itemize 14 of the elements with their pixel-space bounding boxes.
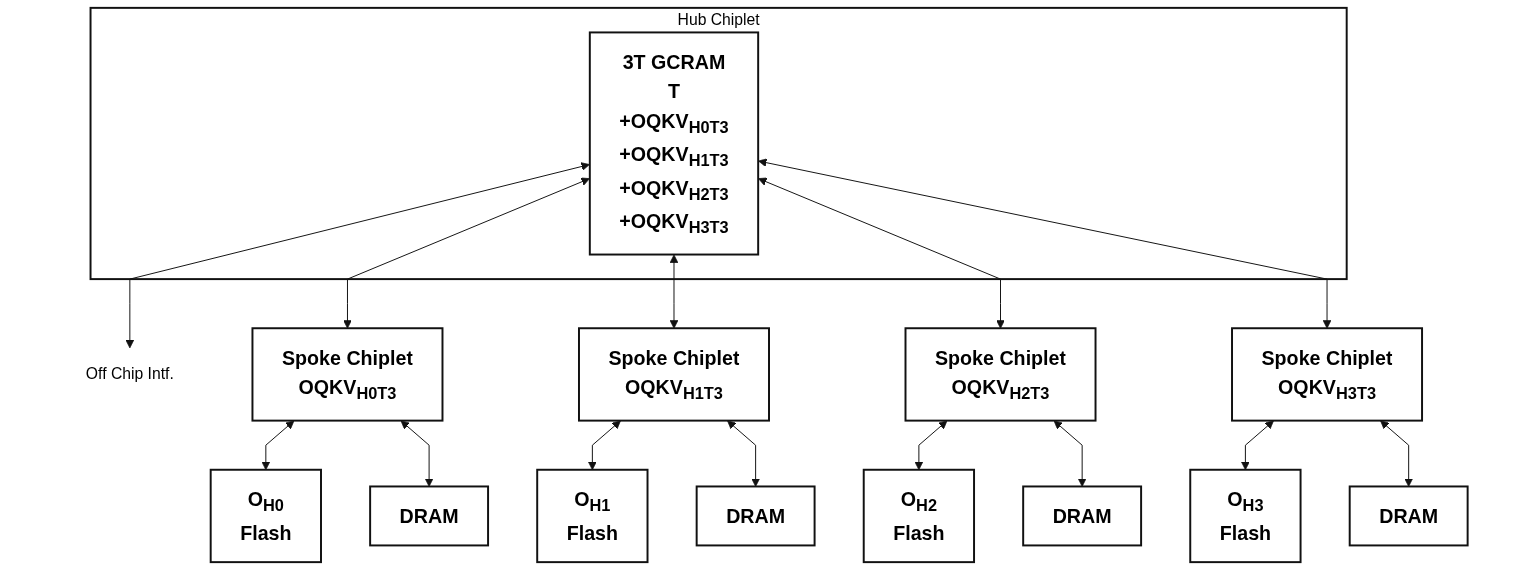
node-box: DRAM [1348,485,1469,547]
node-box: 3T GCRAM T +OQKV$_{H0T3}$ +OQKV$_{H1T3}$ +OQKV$_{H2T3}$ +OQKV$_{H3T3}$ [588,31,760,256]
node-box: O$_{H1}$ Flash [536,468,649,564]
node-box: DRAM [695,485,816,547]
node-box: Spoke Chiplet OQKV$_{H2T3}$ [904,327,1097,422]
node-box: O$_{H3}$ Flash [1189,468,1302,564]
node-box: Spoke Chiplet OQKV$_{H0T3}$ [251,327,444,422]
node-box: Spoke Chiplet OQKV$_{H1T3}$ [578,327,770,422]
node-box: DRAM [369,485,490,547]
node-text: Off Chip Intf. [85,365,174,383]
node-box: O$_{H2}$ Flash [862,468,976,564]
node-box: O$_{H0}$ Flash [209,468,322,564]
node-box: DRAM [1022,485,1143,547]
node-box: Spoke Chiplet OQKV$_{H3T3}$ [1231,327,1424,422]
